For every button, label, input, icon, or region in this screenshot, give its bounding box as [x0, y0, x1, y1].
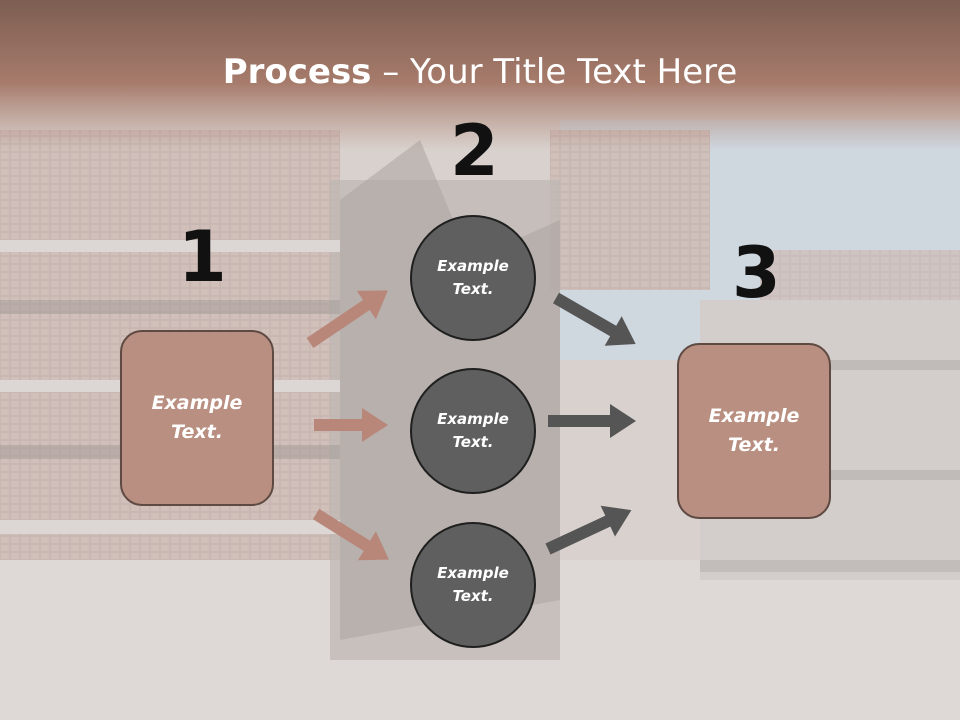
- arrow-up-right-left: [306, 290, 388, 348]
- title-rest: – Your Title Text Here: [371, 52, 738, 92]
- left-step-box: Example Text.: [120, 330, 274, 506]
- arrow-right-left: [314, 408, 388, 442]
- arrow-down-right-left: [312, 508, 389, 561]
- step-number-2: 2: [450, 110, 499, 192]
- step-number-3: 3: [732, 232, 781, 314]
- middle-circle-bottom: Example Text.: [410, 522, 536, 648]
- middle-circle-top: Example Text.: [410, 215, 536, 341]
- arrow-down-right-right: [553, 292, 636, 346]
- step-number-1: 1: [178, 216, 227, 298]
- middle-circle-center: Example Text.: [410, 368, 536, 494]
- title-bold: Process: [222, 52, 372, 92]
- arrow-up-right-right: [545, 505, 632, 555]
- slide-title: Process – Your Title Text Here: [0, 52, 960, 92]
- arrow-right-right: [548, 404, 636, 438]
- right-step-box: Example Text.: [677, 343, 831, 519]
